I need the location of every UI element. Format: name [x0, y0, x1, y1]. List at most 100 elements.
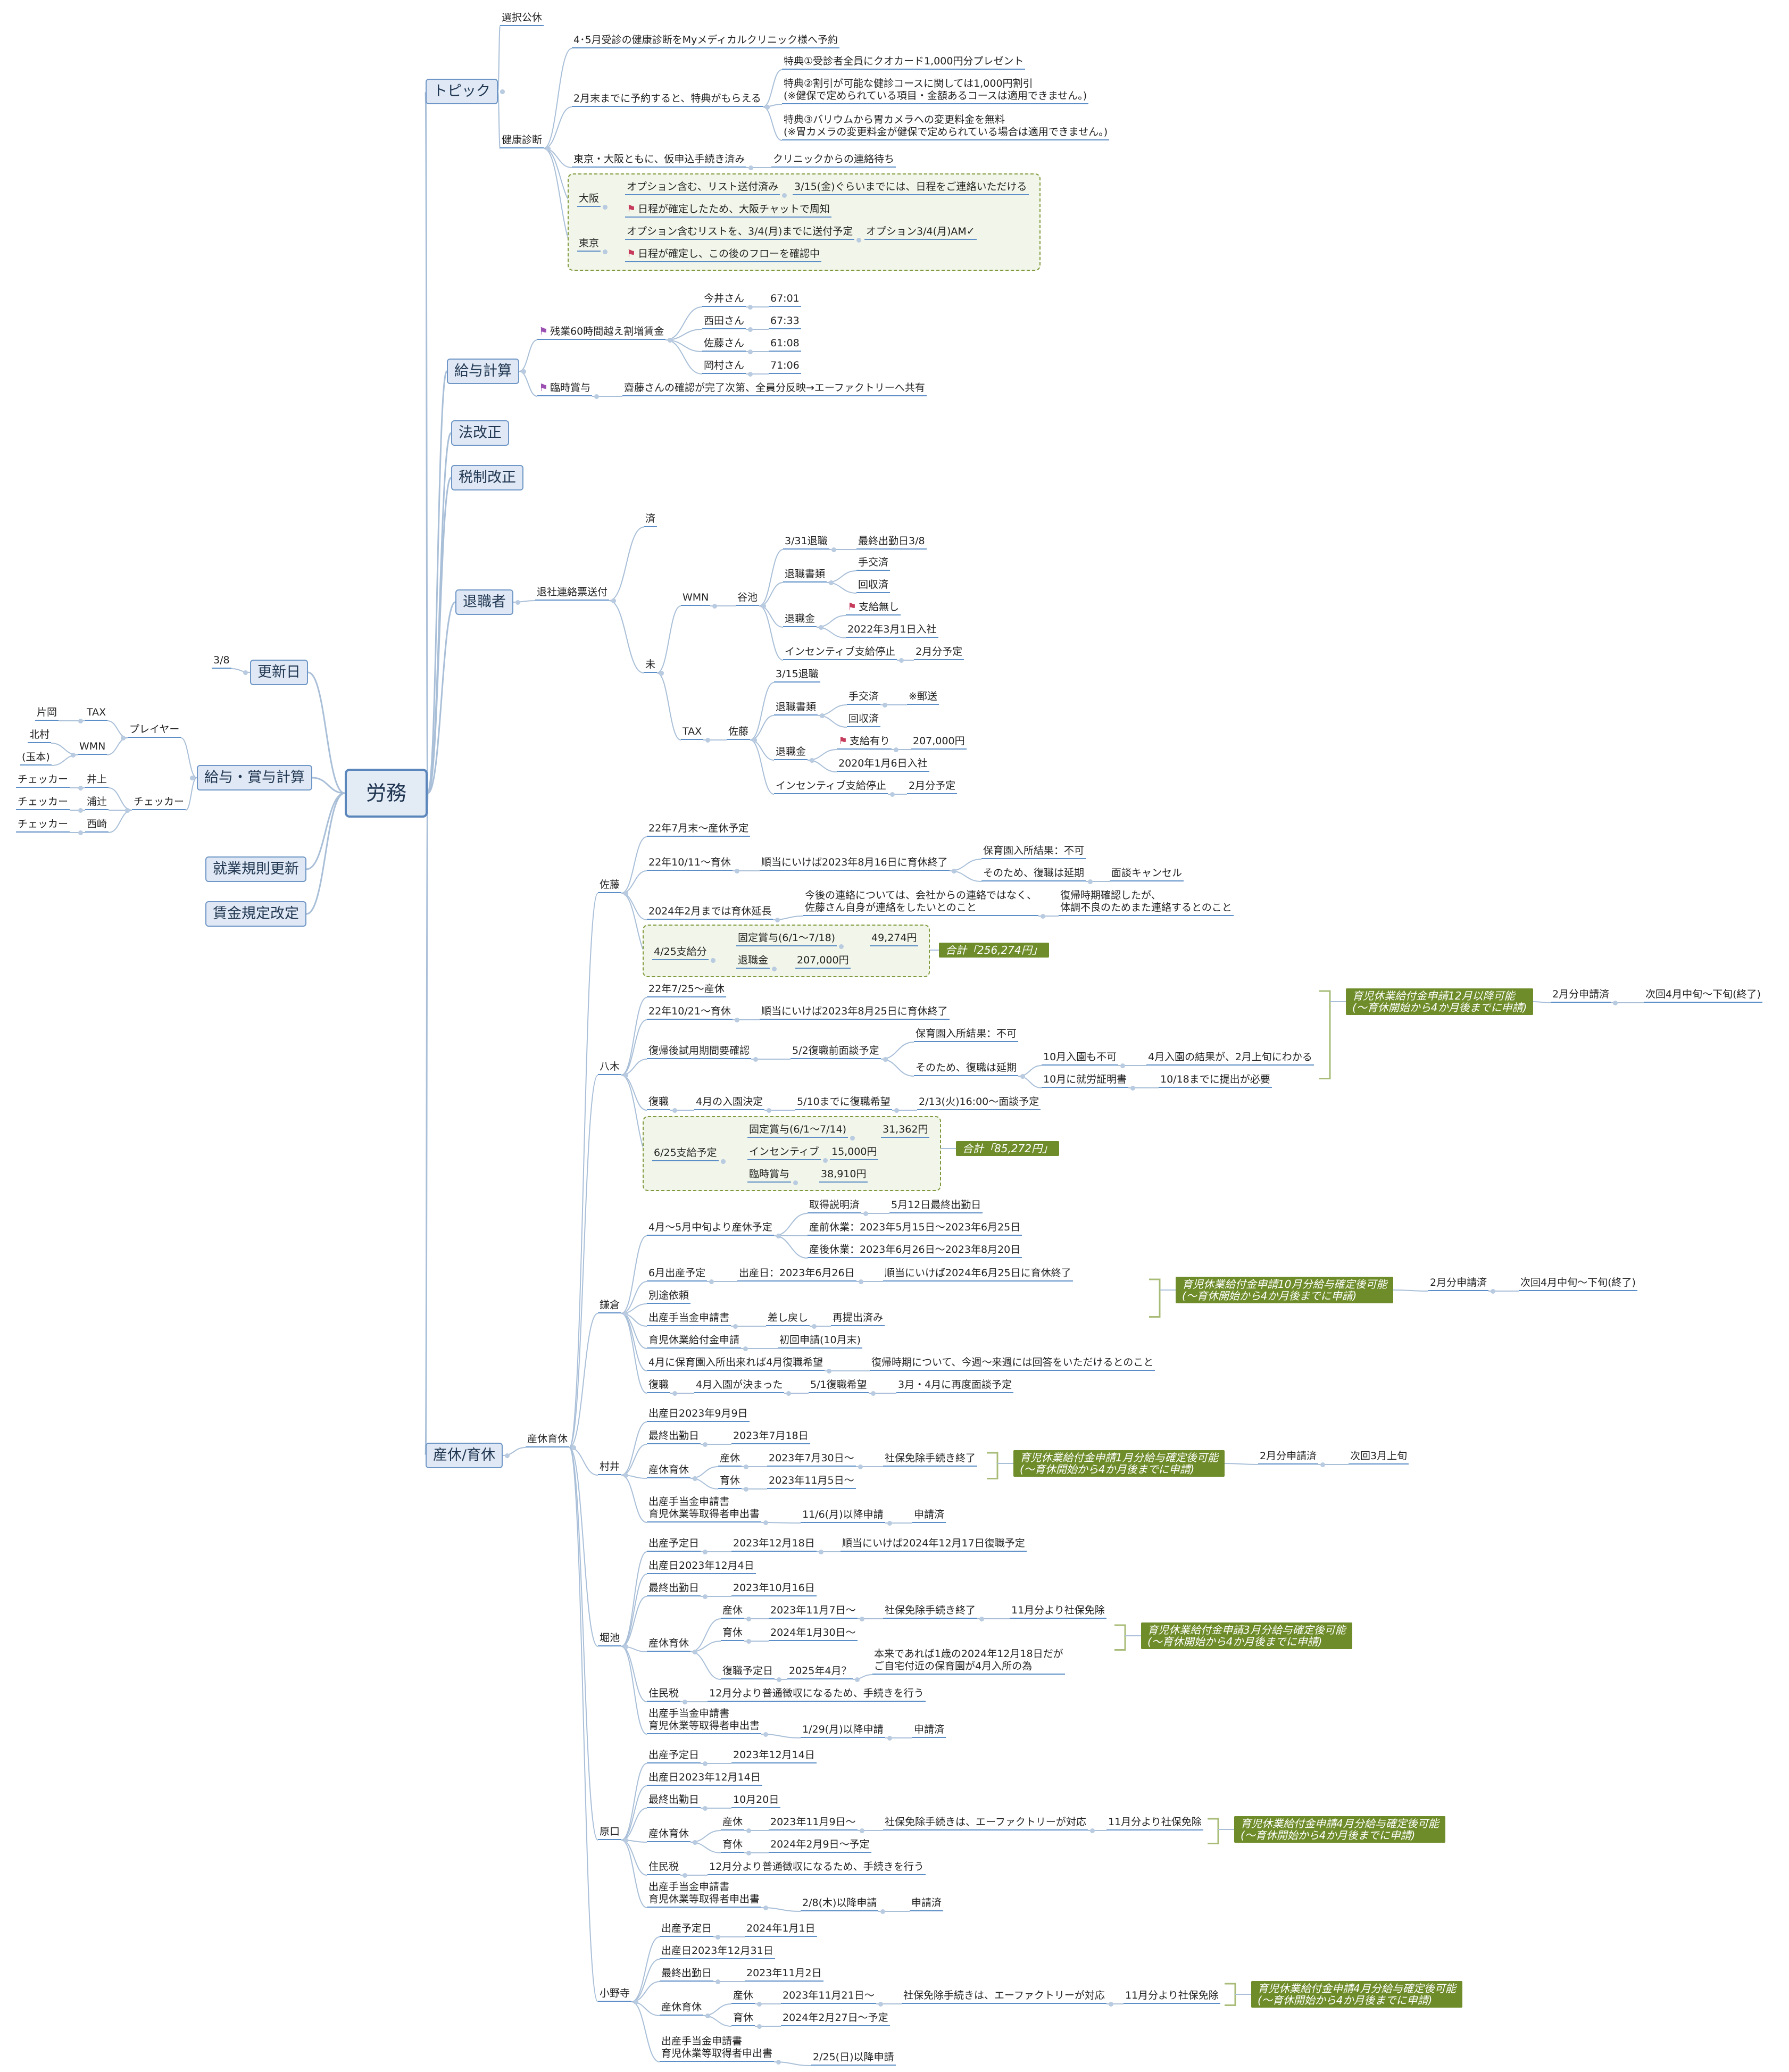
expand-dot-icon[interactable]: [880, 1909, 885, 1914]
mindmap-node-sa2a2a[interactable]: 面談キャンセル: [1110, 867, 1184, 881]
mindmap-node-sa4[interactable]: 4/25支給分: [652, 946, 709, 960]
mindmap-node-r3a3a1[interactable]: 207,000円: [911, 735, 967, 750]
mindmap-node-ka3[interactable]: 別途依頼: [647, 1289, 691, 1304]
mindmap-node-t4c[interactable]: 特典③バリウムから胃カメラへの変更料金を無料 (※胃カメラの変更料金が健保で定め…: [782, 114, 1110, 140]
expand-dot-icon[interactable]: [763, 1732, 768, 1737]
mindmap-node-r3a3b[interactable]: 2020年1月6日入社: [837, 758, 929, 772]
mindmap-node-sa2[interactable]: 22年10/11〜育休: [647, 856, 733, 871]
expand-dot-icon[interactable]: [705, 2013, 710, 2018]
mindmap-node-r2[interactable]: WMN: [681, 592, 711, 606]
mindmap-node-r2a[interactable]: 谷池: [736, 592, 760, 606]
expand-dot-icon[interactable]: [125, 808, 130, 813]
mindmap-node-mu3a1[interactable]: 2023年7月30日〜: [767, 1452, 856, 1467]
mindmap-node-ho4c[interactable]: 復職予定日: [721, 1665, 775, 1679]
expand-dot-icon[interactable]: [856, 238, 861, 243]
expand-dot-icon[interactable]: [887, 1736, 892, 1741]
mindmap-node-mu5[interactable]: 育児休業給付金申請1月分給与確定後可能 (〜育休開始から4か月後までに申請): [1013, 1450, 1225, 1477]
mindmap-node-ya4b[interactable]: 5/10までに復職希望: [795, 1096, 892, 1110]
mindmap-node-ya5c1[interactable]: 38,910円: [819, 1168, 868, 1183]
mindmap-node-ho7[interactable]: 育児休業給付金申請3月分給与確定後可能 (〜育休開始から4か月後までに申請): [1141, 1622, 1352, 1649]
expand-dot-icon[interactable]: [743, 1346, 748, 1351]
mindmap-node-ka2a[interactable]: 出産日：2023年6月26日: [737, 1267, 856, 1282]
expand-dot-icon[interactable]: [703, 1806, 708, 1811]
mindmap-node-p1c1[interactable]: 61:08: [769, 337, 801, 352]
mindmap-node-r2a3a[interactable]: ⚑支給無し: [846, 601, 901, 615]
expand-dot-icon[interactable]: [812, 1324, 817, 1329]
mindmap-node-ho4a1[interactable]: 2023年11月7日〜: [769, 1604, 858, 1619]
mindmap-node-sa4b1[interactable]: 207,000円: [795, 954, 851, 969]
expand-dot-icon[interactable]: [733, 1324, 738, 1329]
mindmap-node-sa3[interactable]: 2024年2月までは育休延長: [647, 905, 773, 920]
mindmap-node-root[interactable]: 労務: [345, 769, 428, 818]
mindmap-node-r3a[interactable]: 佐藤: [727, 726, 751, 740]
expand-dot-icon[interactable]: [659, 671, 664, 676]
mindmap-node-ka4[interactable]: 出産手当金申請書: [647, 1312, 731, 1326]
mindmap-node-ka7a[interactable]: 4月入園が決まった: [694, 1379, 785, 1393]
expand-dot-icon[interactable]: [765, 105, 770, 110]
mindmap-node-sa3a[interactable]: 今後の連絡については、会社からの連絡ではなく、 佐藤さん自身が連絡をしたいとのこ…: [803, 889, 1039, 916]
mindmap-node-ha[interactable]: 原口: [598, 1826, 622, 1840]
mindmap-node-ya5a1[interactable]: 31,362円: [881, 1124, 930, 1138]
expand-dot-icon[interactable]: [863, 1211, 868, 1216]
mindmap-node-ha4[interactable]: 産休育休: [647, 1828, 691, 1842]
mindmap-node-ho5[interactable]: 住民税: [647, 1687, 681, 1702]
mindmap-node-ho1a[interactable]: 2023年12月18日: [731, 1537, 817, 1552]
expand-dot-icon[interactable]: [883, 703, 887, 708]
expand-dot-icon[interactable]: [715, 1979, 720, 1984]
mindmap-node-ya3a2[interactable]: そのため、復職は延期: [914, 1062, 1019, 1076]
mindmap-node-t6b[interactable]: ⚑日程が確定したため、大阪チャットで周知: [625, 203, 831, 218]
mindmap-node-r2a2[interactable]: 退職書類: [783, 568, 827, 583]
mindmap-node-t5[interactable]: 東京・大阪ともに、仮申込手続き済み: [572, 153, 747, 168]
mindmap-node-r3a1[interactable]: 3/15退職: [774, 668, 820, 683]
mindmap-node-ya6a[interactable]: 2月分申請済: [1551, 988, 1611, 1003]
mindmap-node-ho6a[interactable]: 1/29(月)以降申請: [801, 1724, 885, 1738]
expand-dot-icon[interactable]: [78, 719, 83, 723]
expand-dot-icon[interactable]: [753, 1057, 758, 1062]
mindmap-node-ya2[interactable]: 22年10/21〜育休: [647, 1005, 733, 1020]
expand-dot-icon[interactable]: [859, 1279, 863, 1284]
expand-dot-icon[interactable]: [744, 1487, 748, 1492]
expand-dot-icon[interactable]: [735, 869, 739, 873]
mindmap-node-on3[interactable]: 最終出勤日: [660, 1967, 714, 1982]
expand-dot-icon[interactable]: [623, 1073, 628, 1078]
expand-dot-icon[interactable]: [190, 776, 195, 780]
expand-dot-icon[interactable]: [78, 830, 83, 835]
expand-dot-icon[interactable]: [703, 1442, 708, 1447]
mindmap-node-bon[interactable]: 給与・賞与計算: [197, 765, 312, 790]
mindmap-node-ka1b[interactable]: 産前休業：2023年5月15日〜2023年6月25日: [808, 1221, 1022, 1236]
expand-dot-icon[interactable]: [672, 1391, 677, 1396]
mindmap-node-ka4a[interactable]: 差し戻し: [766, 1312, 810, 1326]
mindmap-node-ho3[interactable]: 最終出勤日: [647, 1582, 701, 1596]
expand-dot-icon[interactable]: [712, 604, 717, 609]
expand-dot-icon[interactable]: [571, 1445, 576, 1450]
expand-dot-icon[interactable]: [858, 1464, 863, 1469]
mindmap-node-mu[interactable]: 村井: [598, 1461, 622, 1475]
expand-dot-icon[interactable]: [709, 1279, 714, 1284]
mindmap-node-ho4b[interactable]: 育休: [721, 1627, 745, 1641]
mindmap-node-mu5a[interactable]: 2月分申請済: [1258, 1450, 1319, 1464]
mindmap-node-ho6b[interactable]: 申請済: [912, 1724, 946, 1738]
expand-dot-icon[interactable]: [715, 1935, 720, 1940]
mindmap-node-sa4c[interactable]: 合計「256,274円」: [939, 943, 1049, 958]
expand-dot-icon[interactable]: [819, 625, 823, 630]
expand-dot-icon[interactable]: [693, 1840, 697, 1845]
expand-dot-icon[interactable]: [850, 1136, 855, 1141]
expand-dot-icon[interactable]: [878, 2002, 883, 2007]
expand-dot-icon[interactable]: [820, 713, 825, 718]
mindmap-node-ya3a2a[interactable]: 10月入園も不可: [1042, 1051, 1119, 1066]
expand-dot-icon[interactable]: [1130, 1086, 1135, 1091]
mindmap-node-ya5d[interactable]: 合計「85,272円」: [956, 1141, 1059, 1156]
mindmap-node-bn[interactable]: 西崎: [85, 818, 109, 833]
expand-dot-icon[interactable]: [1491, 1289, 1495, 1294]
mindmap-node-ha4b1[interactable]: 2024年2月9日〜予定: [769, 1838, 871, 1853]
expand-dot-icon[interactable]: [1020, 1074, 1025, 1079]
mindmap-node-p1b[interactable]: 西田さん: [702, 315, 746, 329]
mindmap-node-ka8a[interactable]: 2月分申請済: [1428, 1277, 1489, 1291]
expand-dot-icon[interactable]: [744, 1464, 748, 1469]
expand-dot-icon[interactable]: [746, 1851, 751, 1855]
mindmap-node-ha4a[interactable]: 産休: [721, 1816, 745, 1830]
mindmap-node-ho1b[interactable]: 順当にいけば2024年12月17日復職予定: [841, 1537, 1027, 1552]
mindmap-node-ya3a2b1[interactable]: 10/18までに提出が必要: [1159, 1074, 1272, 1088]
mindmap-node-ya[interactable]: 八木: [598, 1061, 622, 1075]
mindmap-node-on3a[interactable]: 2023年11月2日: [745, 1967, 823, 1982]
